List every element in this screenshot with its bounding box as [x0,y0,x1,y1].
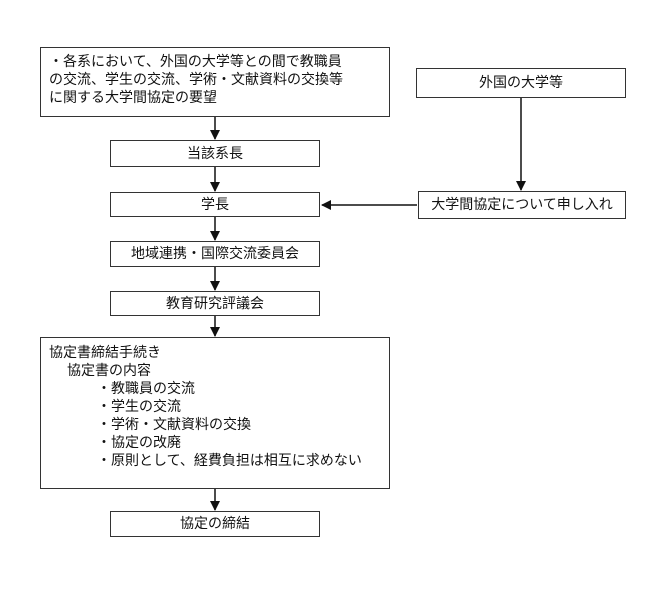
request-line-1: ・各系において、外国の大学等との間で教職員 [49,54,342,70]
proposal-box: 大学間協定について申し入れ [418,191,626,219]
procedure-box: 協定書締結手続き 協定書の内容 ・教職員の交流 ・学生の交流 ・学術・文献資料の… [40,337,390,489]
procedure-title: 協定書締結手続き [49,345,161,361]
proposal-label: 大学間協定について申し入れ [431,197,613,213]
council-box: 教育研究評議会 [110,291,320,316]
president-box: 学長 [110,192,320,217]
conclusion-label: 協定の締結 [180,516,250,532]
procedure-item: ・学術・文献資料の交換 [97,417,251,433]
conclusion-box: 協定の締結 [110,511,320,537]
procedure-item: ・原則として、経費負担は相互に求めない [97,453,362,469]
request-box: ・各系において、外国の大学等との間で教職員 の交流、学生の交流、学術・文献資料の… [40,47,390,117]
foreign-university-box: 外国の大学等 [416,68,626,98]
president-label: 学長 [201,196,229,213]
department-head-box: 当該系長 [110,140,320,167]
committee-box: 地域連携・国際交流委員会 [110,241,320,267]
department-head-label: 当該系長 [187,145,243,162]
request-line-3: に関する大学間協定の要望 [49,90,217,106]
committee-label: 地域連携・国際交流委員会 [131,246,299,262]
foreign-university-label: 外国の大学等 [479,75,563,91]
council-label: 教育研究評議会 [166,295,264,312]
procedure-item: ・協定の改廃 [97,435,181,451]
request-line-2: の交流、学生の交流、学術・文献資料の交換等 [49,72,343,88]
procedure-item: ・学生の交流 [97,399,181,415]
procedure-subtitle: 協定書の内容 [67,363,151,379]
procedure-item: ・教職員の交流 [97,381,195,397]
